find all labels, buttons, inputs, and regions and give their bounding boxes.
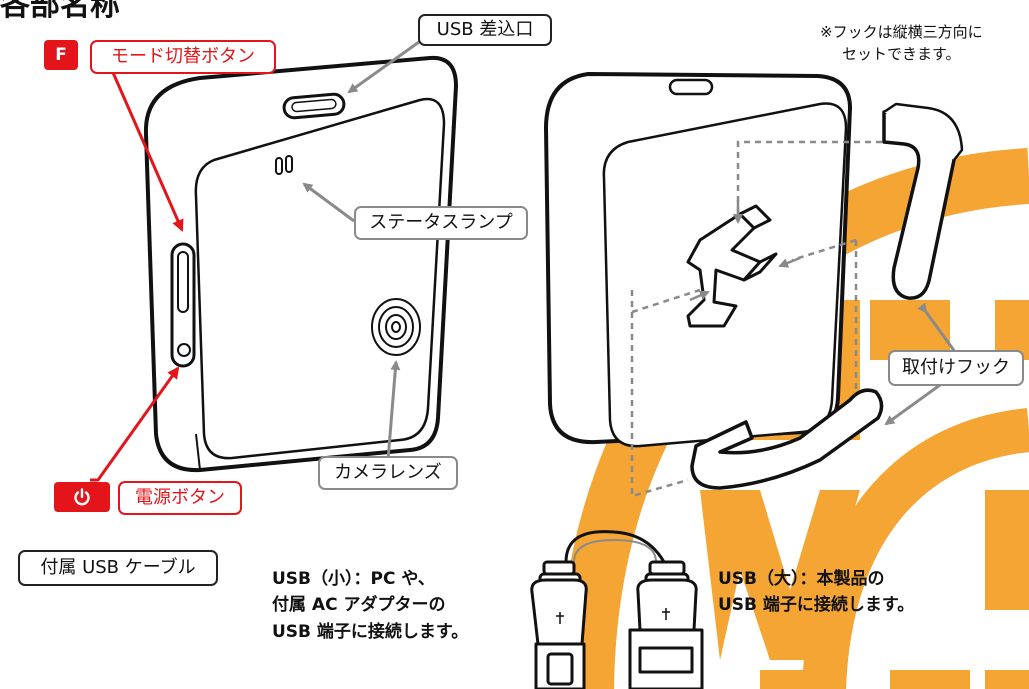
hook-orientation-note: ※フックは縦横三方向に セットできます。 <box>820 22 983 66</box>
usb-large-note-line-1: USB（大）：本製品の <box>718 569 885 589</box>
status-lamp-shape <box>275 155 293 175</box>
usb-small-note-line-2: 付属 AC アダプターの <box>272 595 446 616</box>
usb-port-label: USB 差込口 <box>418 14 552 46</box>
page-heading: 各部名称 <box>0 0 120 23</box>
usb-small-note-line-1: USB（小）：PC や、 <box>272 569 435 589</box>
hook-orientation-note-line-2: セットできます。 <box>842 44 961 63</box>
usb-small-note: USB（小）：PC や、 付属 AC アダプターの USB 端子に接続します。 <box>272 566 468 645</box>
usb-port-front <box>282 92 346 120</box>
power-button-label: 電源ボタン <box>118 481 242 515</box>
mode-key-badge: F <box>44 40 78 70</box>
side-buttons-shape <box>170 242 196 368</box>
status-lamp-label: ステータスランプ <box>354 206 528 240</box>
camera-lens-shape <box>371 298 421 356</box>
power-icon <box>54 482 110 512</box>
hook-orientation-note-line-1: ※フックは縦横三方向に <box>820 23 983 41</box>
usb-large-note-line-2: USB 端子に接続します。 <box>718 595 915 616</box>
hook-label: 取付けフック <box>888 350 1024 386</box>
device-front <box>143 55 458 473</box>
mode-switch-button-label: モード切替ボタン <box>90 40 276 74</box>
usb-port-back <box>668 78 714 96</box>
included-cable-label: 付属 USB ケーブル <box>18 550 218 586</box>
camera-lens-label: カメラレンズ <box>318 456 458 490</box>
usb-small-note-line-3: USB 端子に接続します。 <box>272 621 469 642</box>
hook-shapes <box>690 102 964 490</box>
usb-cable-shape <box>530 530 704 689</box>
guide-arrows <box>689 200 801 302</box>
usb-large-note: USB（大）：本製品の USB 端子に接続します。 <box>718 566 914 619</box>
usb-symbol-icon <box>556 608 670 624</box>
